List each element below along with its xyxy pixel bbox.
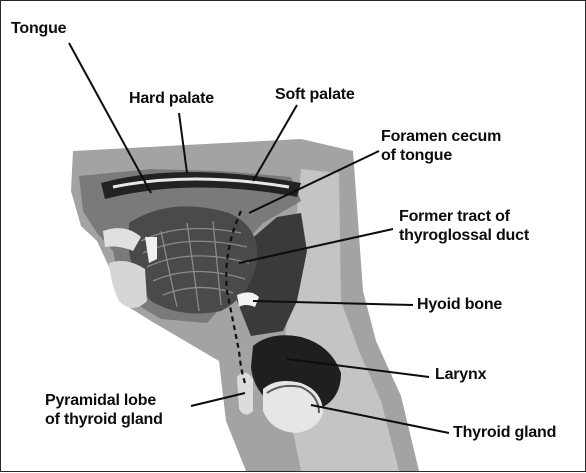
label-former-tract: Former tract of thyroglossal duct bbox=[399, 207, 529, 245]
label-pyramidal-lobe: Pyramidal lobe of thyroid gland bbox=[45, 391, 163, 429]
label-foramen-cecum: Foramen cecum of tongue bbox=[381, 127, 501, 165]
label-former-tract-line1: Former tract of bbox=[399, 207, 529, 226]
label-thyroid-gland: Thyroid gland bbox=[453, 423, 556, 442]
label-hyoid-bone: Hyoid bone bbox=[417, 295, 502, 314]
lower-lip bbox=[109, 261, 147, 308]
label-hard-palate: Hard palate bbox=[129, 89, 214, 108]
label-tongue: Tongue bbox=[11, 19, 66, 38]
hyoid-bone-shape bbox=[237, 292, 259, 307]
label-pyramidal-lobe-line2: of thyroid gland bbox=[45, 410, 163, 429]
label-larynx: Larynx bbox=[435, 365, 486, 384]
label-soft-palate: Soft palate bbox=[275, 85, 355, 104]
label-foramen-cecum-line2: of tongue bbox=[381, 146, 501, 165]
label-foramen-cecum-line1: Foramen cecum bbox=[381, 127, 501, 146]
label-pyramidal-lobe-line1: Pyramidal lobe bbox=[45, 391, 163, 410]
label-former-tract-line2: thyroglossal duct bbox=[399, 226, 529, 245]
